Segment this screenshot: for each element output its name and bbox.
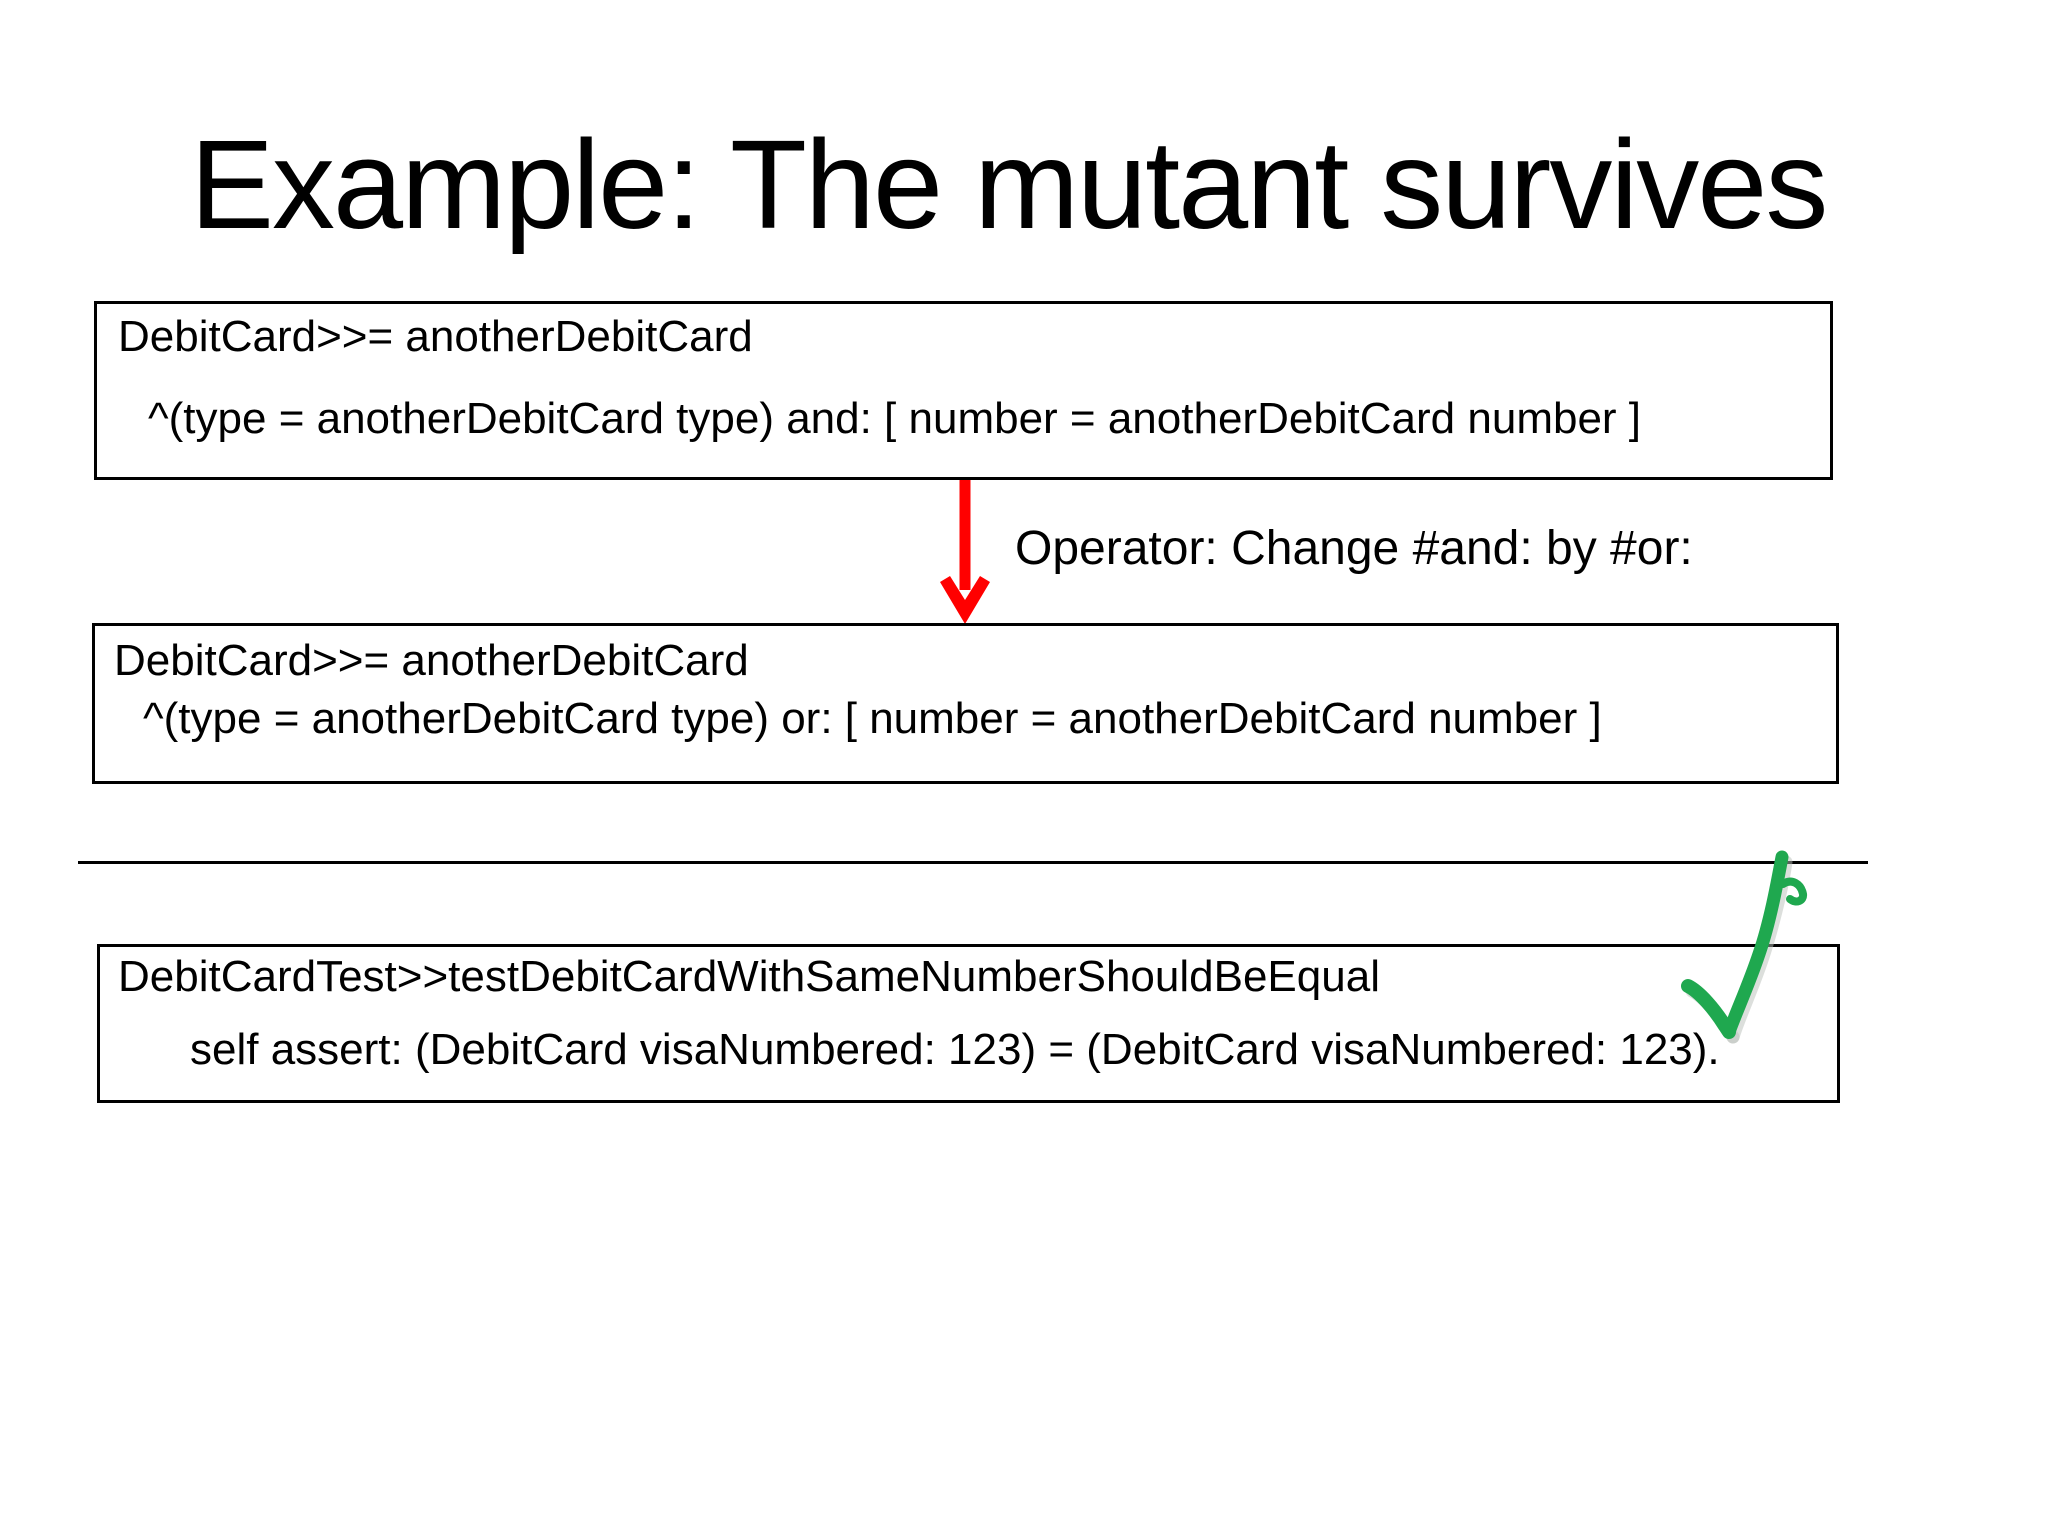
code-line-method-signature: DebitCard>>= anotherDebitCard (114, 636, 749, 685)
code-line-method-body-or: ^(type = anotherDebitCard type) or: [ nu… (143, 694, 1602, 743)
separator-line (78, 861, 1868, 864)
code-line-method-body-and: ^(type = anotherDebitCard type) and: [ n… (148, 394, 1642, 443)
code-box-original-method: DebitCard>>= anotherDebitCard ^(type = a… (94, 301, 1833, 480)
code-line-test-assertion: self assert: (DebitCard visaNumbered: 12… (190, 1025, 1720, 1074)
code-line-method-signature: DebitCard>>= anotherDebitCard (118, 312, 753, 361)
code-line-test-signature: DebitCardTest>>testDebitCardWithSameNumb… (118, 952, 1380, 1001)
page-title: Example: The mutant survives (190, 114, 1828, 255)
code-box-test-method: DebitCardTest>>testDebitCardWithSameNumb… (97, 944, 1840, 1103)
mutation-arrow-down-icon (940, 480, 990, 624)
mutation-operator-label: Operator: Change #and: by #or: (1015, 522, 1693, 575)
green-checkmark-icon (1681, 850, 1808, 1044)
code-box-mutant-method: DebitCard>>= anotherDebitCard ^(type = a… (92, 623, 1839, 784)
